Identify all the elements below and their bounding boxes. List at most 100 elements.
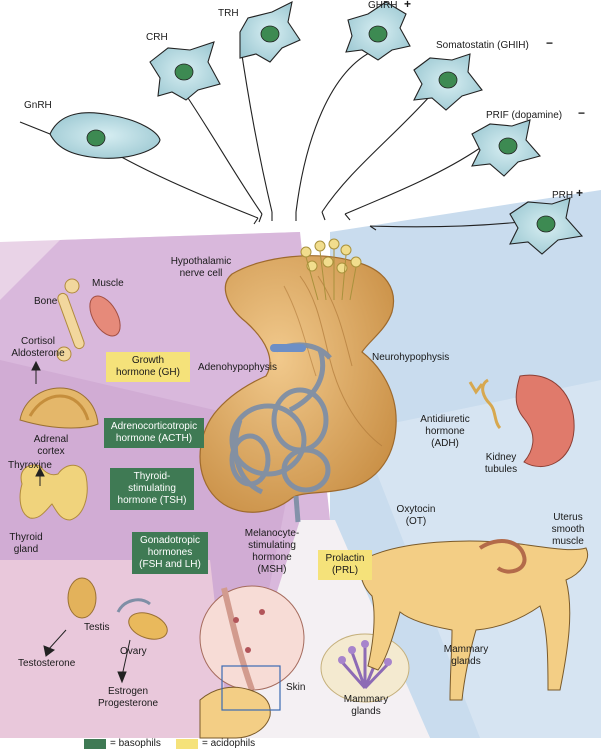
hypothalamic-line-1: Hypothalamic: [170, 256, 232, 267]
uterus-line-3: muscle: [552, 536, 584, 547]
label-estrogen: Estrogen Progesterone: [88, 686, 168, 710]
neuron-prif: [471, 119, 541, 177]
sign-prh: +: [576, 186, 584, 200]
sign-prif: −: [578, 106, 586, 120]
muscle-image: [89, 295, 121, 337]
acth-line-2: hormone (ACTH): [115, 433, 193, 444]
label-bone: Bone: [34, 296, 58, 307]
portal-vessel-network: [229, 342, 332, 523]
mammary-left-line-2: glands: [351, 706, 381, 717]
label-adrenal-cortex: Adrenal cortex: [26, 434, 76, 458]
mammary-gland-left-image: [320, 633, 410, 703]
neuron-gnrh: [49, 112, 161, 159]
box-tsh: Thyroid- stimulating hormone (TSH): [110, 468, 194, 510]
oviduct: [116, 598, 151, 613]
tsh-line-1: Thyroid-: [133, 471, 171, 482]
mammary-right-line-2: glands: [451, 656, 481, 667]
label-hypothalamic-nerve-cell: Hypothalamic nerve cell: [146, 256, 256, 280]
adrenal-line-1: Adrenal: [33, 434, 69, 445]
label-uterus: Uterus smooth muscle: [540, 512, 596, 548]
box-acth: Adrenocorticotropic hormone (ACTH): [104, 418, 204, 448]
label-cortisol: Cortisol Aldosterone: [8, 336, 68, 360]
neuron-somatostatin: [413, 53, 483, 111]
dog-head-image: [199, 686, 271, 739]
tsh-line-3: hormone (TSH): [117, 495, 187, 506]
label-mammary-right: Mammary glands: [436, 644, 496, 668]
box-prolactin: Prolactin (PRL): [318, 550, 372, 580]
msh-line-1: Melanocyte-: [244, 528, 300, 539]
tsh-line-2: stimulating: [128, 483, 176, 494]
gonad-line-2: hormones: [147, 547, 193, 558]
target-arrows: [31, 360, 131, 684]
kidney-line-1: Kidney: [485, 452, 517, 463]
mammary-left-line-1: Mammary: [343, 694, 389, 705]
estrogen-line-1: Estrogen: [107, 686, 149, 697]
box-growth-hormone: Growth hormone (GH): [106, 352, 190, 382]
adh-line-1: Antidiuretic: [420, 414, 470, 425]
msh-line-2: stimulating: [248, 540, 296, 551]
skin-magnifier-box: [221, 665, 281, 711]
adrenal-medulla: [28, 394, 90, 421]
label-muscle: Muscle: [92, 278, 124, 289]
label-thyroxine: Thyroxine: [8, 460, 52, 471]
dog-body-image: [360, 539, 588, 701]
label-trh: TRH: [218, 8, 239, 19]
label-msh: Melanocyte- stimulating hormone (MSH): [232, 528, 312, 576]
kidney-line-2: tubules: [484, 464, 518, 475]
prl-line-2: (PRL): [331, 565, 359, 576]
label-adh: Antidiuretic hormone (ADH): [410, 414, 480, 450]
legend-swatch-basophils: [84, 739, 106, 749]
pink-region: [0, 560, 230, 738]
ovary-image: [128, 612, 168, 640]
label-kidney: Kidney tubules: [476, 452, 526, 476]
legend-swatch-acidophils: [176, 739, 198, 749]
label-ghrh: GHRH: [368, 0, 398, 11]
mammary-right-line-1: Mammary: [443, 644, 489, 655]
estrogen-line-2: Progesterone: [97, 698, 159, 709]
msh-line-4: (MSH): [257, 564, 287, 575]
label-prif: PRIF (dopamine): [486, 110, 563, 121]
uterus-line-1: Uterus: [553, 512, 583, 523]
label-mammary-left: Mammary glands: [336, 694, 396, 718]
label-testis: Testis: [84, 622, 110, 633]
neuron-axons: [19, 41, 521, 231]
hypothalamic-nerve-endings: [300, 238, 362, 301]
gh-line-2: hormone (GH): [116, 367, 180, 378]
neuron-ghrh: [345, 1, 411, 61]
label-crh: CRH: [146, 32, 168, 43]
ot-line-1: Oxytocin: [396, 504, 436, 515]
adrenal-line-2: cortex: [37, 446, 65, 457]
label-somatostatin: Somatostatin (GHIH): [436, 40, 529, 51]
label-neurohypophysis: Neurohypophysis: [372, 352, 450, 363]
kidney-image: [468, 374, 575, 467]
uterus-line-2: smooth: [551, 524, 585, 535]
legend-label-basophils: = basophils: [110, 738, 161, 749]
label-thyroid-gland: Thyroid gland: [6, 532, 46, 556]
label-ovary: Ovary: [120, 646, 147, 657]
testis-image: [67, 577, 97, 619]
box-gonadotropic: Gonadotropic hormones (FSH and LH): [132, 532, 208, 574]
label-skin: Skin: [286, 682, 306, 693]
adrenal-cortex-image: [19, 387, 99, 429]
neuron-trh: [239, 1, 301, 63]
label-testosterone: Testosterone: [18, 658, 76, 669]
pituitary-gland: [199, 255, 397, 513]
prl-line-1: Prolactin: [325, 553, 365, 564]
acth-line-1: Adrenocorticotropic: [110, 421, 198, 432]
msh-line-3: hormone: [252, 552, 292, 563]
cortisol-line-2: Aldosterone: [11, 348, 65, 359]
label-adenohypophysis: Adenohypophysis: [198, 362, 277, 373]
gonad-line-3: (FSH and LH): [139, 559, 201, 570]
skin-inset: [199, 585, 305, 691]
thyroid-line-1: Thyroid: [9, 532, 43, 543]
thyroid-gland-image: [19, 464, 88, 521]
adh-line-3: (ADH): [431, 438, 459, 449]
cortisol-line-1: Cortisol: [21, 336, 55, 347]
label-prh: PRH: [552, 190, 574, 201]
legend-label-acidophils: = acidophils: [202, 738, 256, 749]
neuron-crh: [149, 41, 221, 101]
adh-line-2: hormone: [425, 426, 465, 437]
bone-image: [56, 278, 85, 362]
